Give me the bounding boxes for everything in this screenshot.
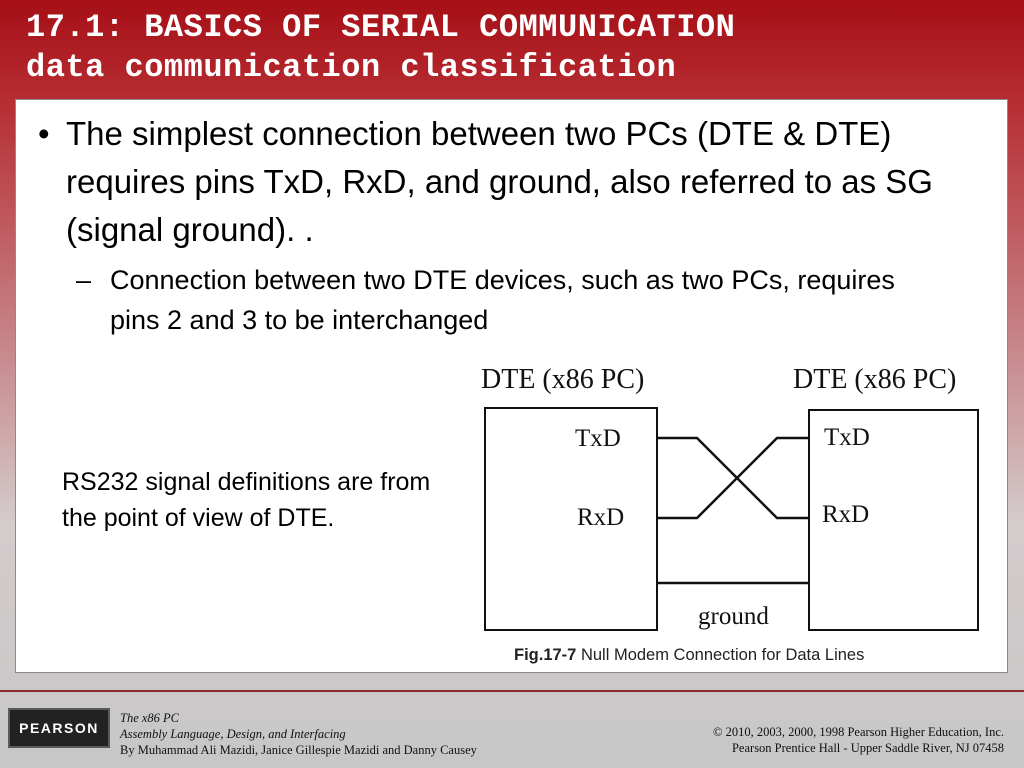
sub-bullet-text: Connection between two DTE devices, such… — [110, 265, 895, 335]
null-modem-diagram: DTE (x86 PC) DTE (x86 PC) TxD RxD TxD Rx… — [471, 358, 999, 648]
book-authors: By Muhammad Ali Mazidi, Janice Gillespie… — [120, 743, 477, 757]
content-panel: • The simplest connection between two PC… — [15, 99, 1008, 673]
txd-to-rxd-wire — [657, 436, 809, 520]
figure-caption-text: Null Modem Connection for Data Lines — [576, 646, 865, 664]
right-txd-label: TxD — [824, 424, 870, 451]
slide-title-line2: data communication classification — [26, 49, 677, 86]
figure-number: Fig.17-7 — [514, 646, 577, 664]
right-device-box — [808, 409, 979, 631]
left-txd-label: TxD — [575, 425, 621, 452]
slide-title: 17.1: BASICS OF SERIAL COMMUNICATION dat… — [26, 8, 1006, 88]
copyright: © 2010, 2003, 2000, 1998 Pearson Higher … — [713, 724, 1004, 756]
left-device-box — [484, 407, 658, 631]
footer-divider — [0, 690, 1024, 692]
copyright-line2: Pearson Prentice Hall - Upper Saddle Riv… — [731, 741, 1004, 755]
dash-icon: – — [76, 265, 92, 295]
book-info: The x86 PC Assembly Language, Design, an… — [120, 710, 477, 758]
bullet-icon: • — [38, 115, 50, 152]
copyright-line1: © 2010, 2003, 2000, 1998 Pearson Higher … — [712, 725, 1004, 739]
main-bullet-text: The simplest connection between two PCs … — [66, 115, 933, 248]
main-bullet: • The simplest connection between two PC… — [30, 110, 980, 254]
rxd-to-txd-wire — [657, 436, 809, 520]
pearson-logo: PEARSON — [8, 708, 110, 748]
right-device-label: DTE (x86 PC) — [793, 364, 956, 395]
slide-title-line1: 17.1: BASICS OF SERIAL COMMUNICATION — [26, 9, 736, 46]
ground-label: ground — [698, 603, 769, 630]
side-note: RS232 signal definitions are from the po… — [62, 468, 431, 532]
crossover-wires — [657, 436, 809, 585]
left-device-label: DTE (x86 PC) — [481, 364, 644, 395]
figure-caption: Fig.17-7 Null Modem Connection for Data … — [514, 646, 864, 665]
right-rxd-label: RxD — [822, 501, 869, 528]
left-rxd-label: RxD — [577, 504, 624, 531]
sub-bullet: – Connection between two DTE devices, su… — [76, 260, 936, 340]
book-title: The x86 PC — [120, 711, 180, 725]
book-subtitle: Assembly Language, Design, and Interfaci… — [120, 727, 346, 741]
